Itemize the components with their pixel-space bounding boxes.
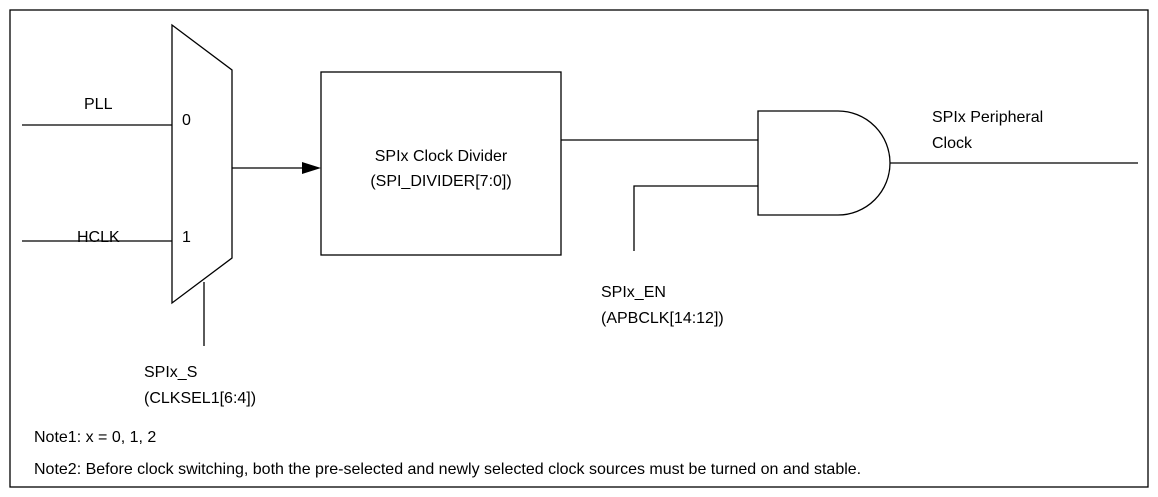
- enable-signal: SPIx_EN: [601, 284, 666, 301]
- clock-divider-box: [320, 71, 562, 256]
- hclk-label: HCLK: [77, 229, 120, 246]
- note-1: Note1: x = 0, 1, 2: [34, 429, 156, 446]
- and-gate: [757, 110, 891, 216]
- output-label-line1: SPIx Peripheral: [932, 109, 1043, 126]
- enable-register: (APBCLK[14:12]): [601, 310, 724, 327]
- mux-port-0-label: 0: [182, 112, 191, 129]
- mux-port-1-label: 1: [182, 229, 191, 246]
- output-label-line2: Clock: [932, 135, 973, 152]
- divider-register: (SPI_DIVIDER[7:0]): [370, 173, 511, 190]
- pll-label: PLL: [84, 96, 113, 113]
- divider-title: SPIx Clock Divider: [375, 148, 508, 165]
- note-2: Note2: Before clock switching, both the …: [34, 461, 861, 478]
- enable-wire: [633, 185, 758, 251]
- arrow-head-icon: [302, 162, 321, 174]
- clock-mux: [171, 23, 233, 305]
- mux-select-signal: SPIx_S: [144, 364, 197, 381]
- diagram-frame: [9, 9, 1149, 488]
- mux-select-register: (CLKSEL1[6:4]): [144, 390, 256, 407]
